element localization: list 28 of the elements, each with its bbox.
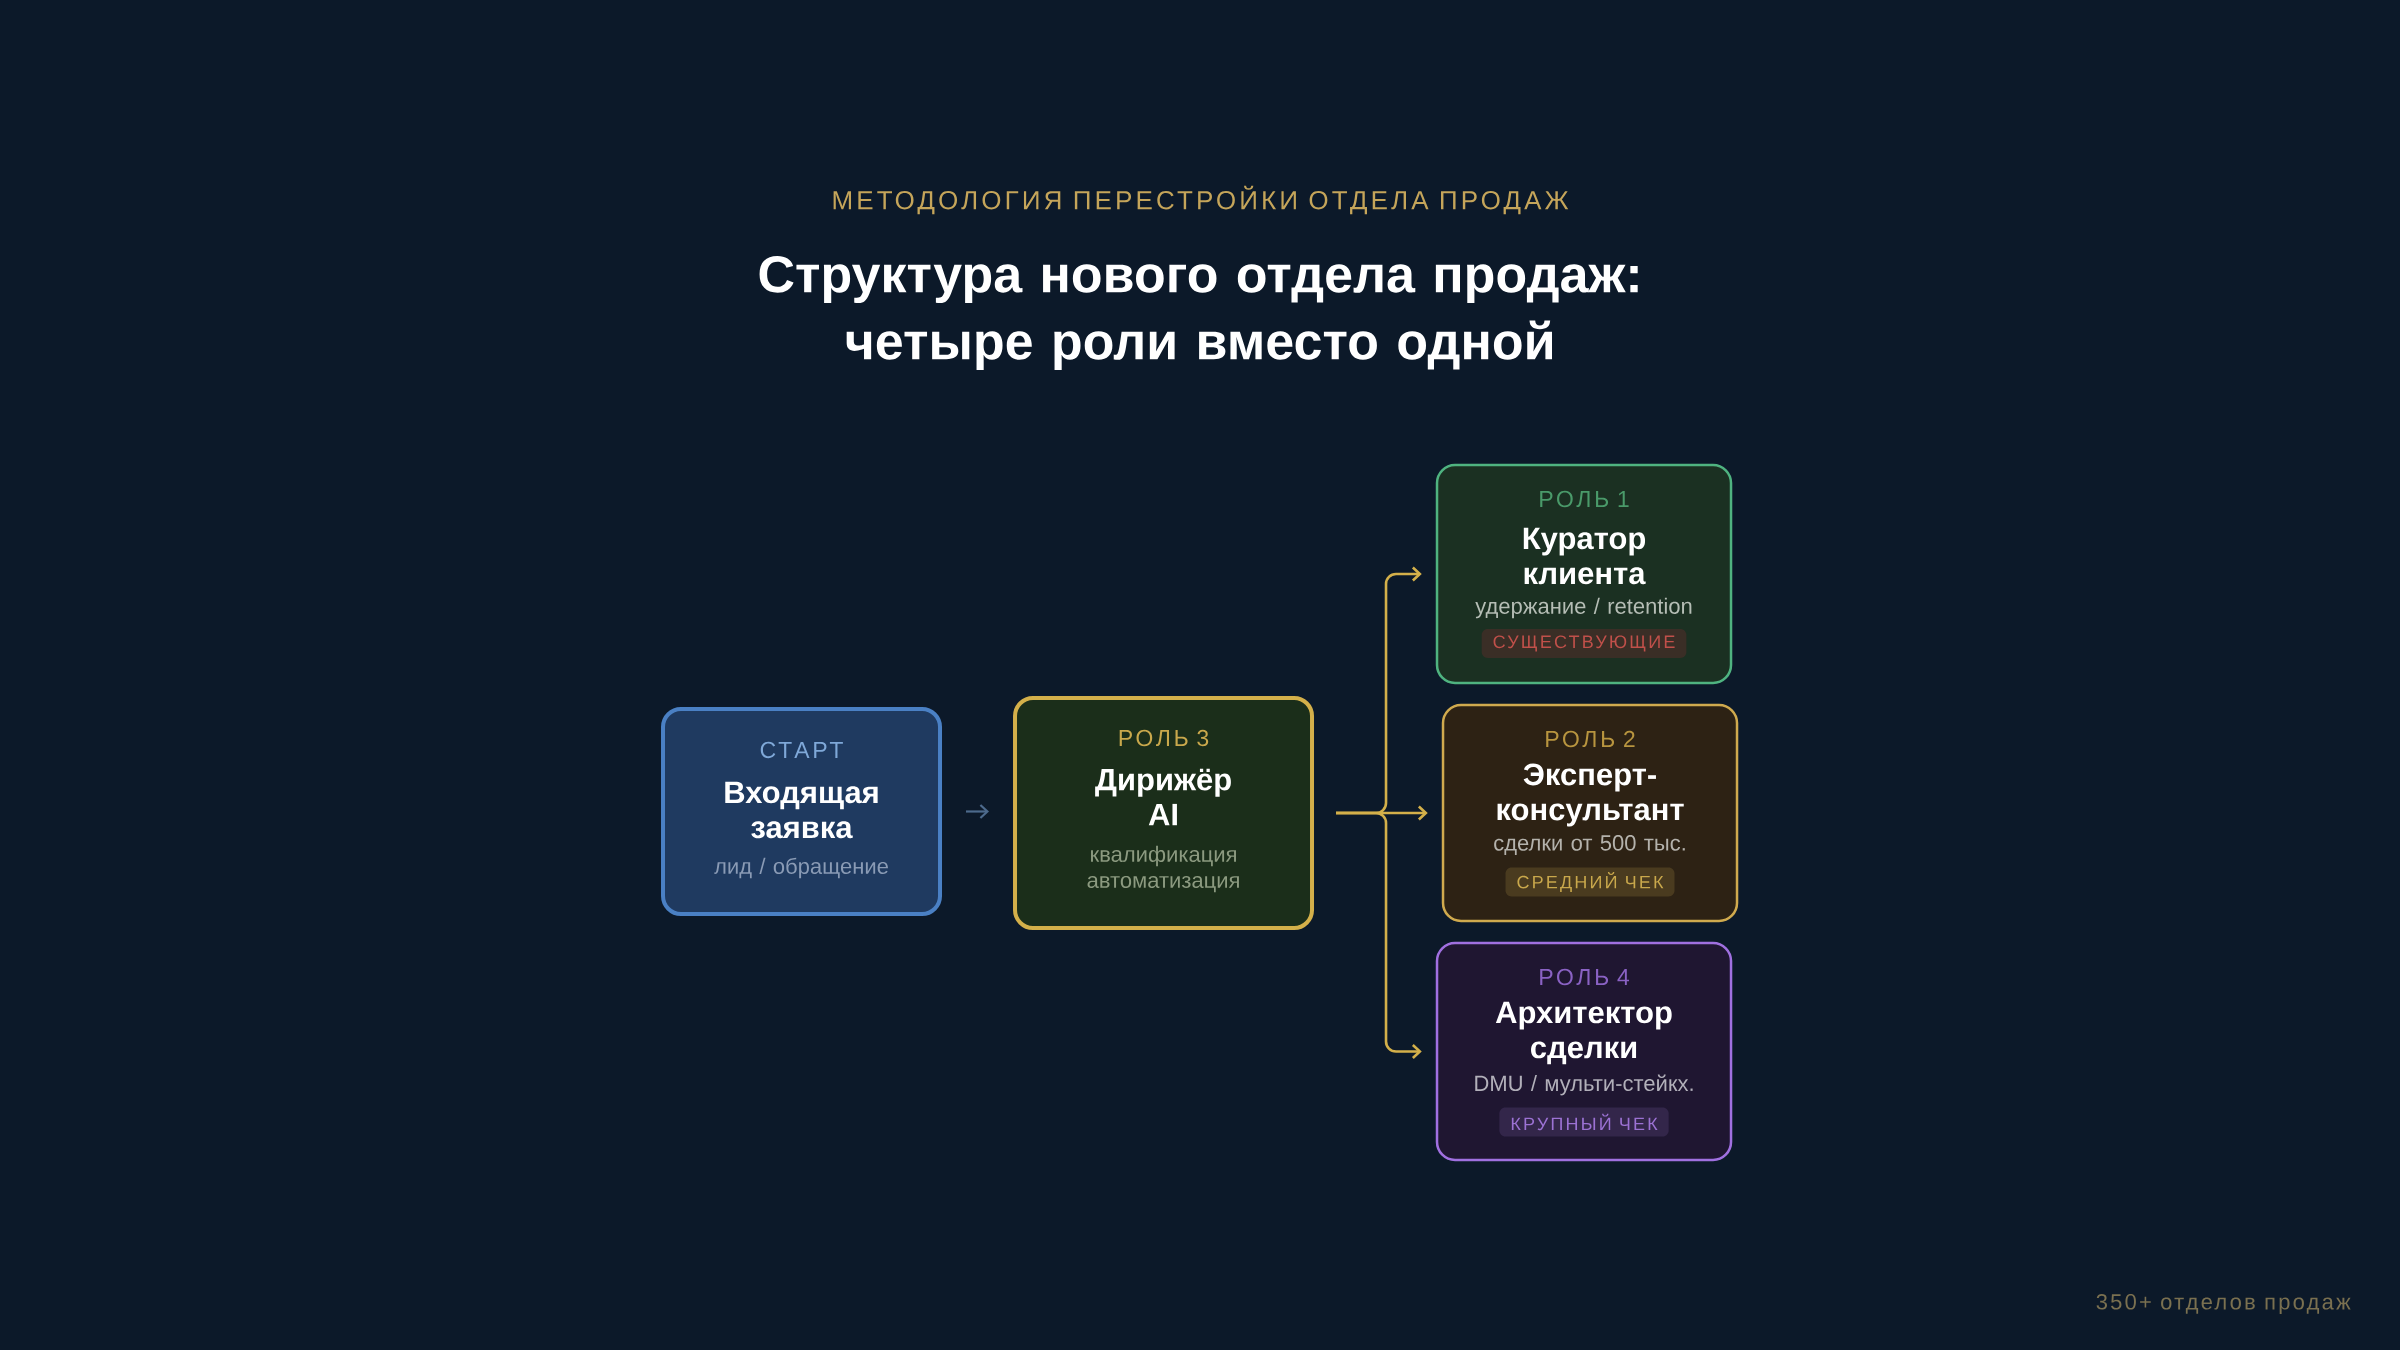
arrow <box>1336 811 1422 1059</box>
title: Структура нового отдела продаж: четыре роли вместо одной <box>759 255 1638 371</box>
role-card <box>1013 696 1314 930</box>
card-label: РОЛЬ 4 <box>1540 968 1630 986</box>
card-subtitle: сделки от 500 тыс. <box>1494 835 1685 855</box>
card-title: Дирижёр AI <box>1095 768 1231 826</box>
card-label: РОЛЬ 1 <box>1540 490 1629 508</box>
card-subtitle: лид / обращение <box>714 857 888 879</box>
footer-note: 350+ отделов продаж <box>2096 1294 2351 1314</box>
card-subtitle: квалификация автоматизация <box>1087 845 1239 893</box>
role-card <box>1435 941 1733 1162</box>
segment-tag: КРУПНЫЙ ЧЕК <box>1499 1107 1669 1137</box>
card-label: РОЛЬ 2 <box>1546 730 1635 748</box>
card-title: Куратор клиента <box>1523 527 1646 585</box>
start-card <box>661 707 942 916</box>
card-label: РОЛЬ 3 <box>1119 729 1209 747</box>
card-label: СТАРТ <box>760 741 843 759</box>
card-title: Эксперт-консультант <box>1497 763 1684 827</box>
segment-tag: СУЩЕСТВУЮЩИЕ <box>1481 629 1687 658</box>
arrow <box>966 804 989 819</box>
segment-tag: СРЕДНИЙ ЧЕК <box>1505 867 1675 897</box>
role-card <box>1435 463 1733 685</box>
role-card <box>1441 703 1739 923</box>
kicker-text: МЕТОДОЛОГИЯ ПЕРЕСТРОЙКИ ОТДЕЛА ПРОДАЖ <box>833 185 1569 215</box>
card-title: Входящая заявка <box>725 781 878 839</box>
card-subtitle: удержание / retention <box>1475 597 1692 619</box>
card-subtitle: DMU / мульти-стейкх. <box>1475 1074 1693 1096</box>
card-title: Архитектор сделки <box>1495 1001 1672 1065</box>
